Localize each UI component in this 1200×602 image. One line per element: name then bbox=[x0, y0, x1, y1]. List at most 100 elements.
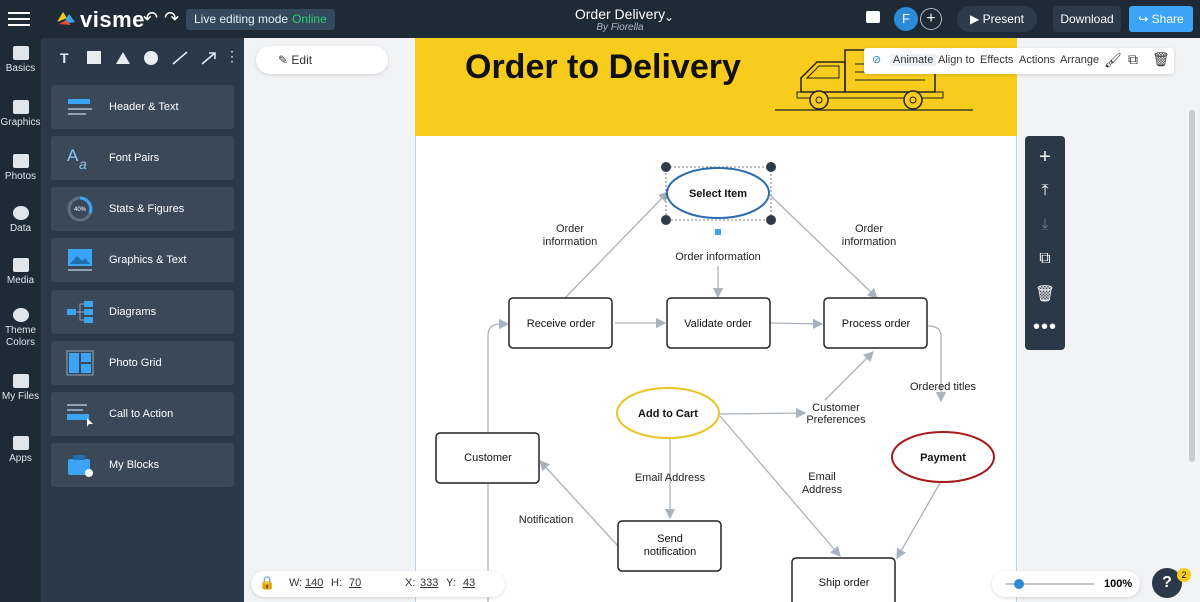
align-to-button[interactable]: Align to bbox=[938, 54, 975, 66]
vertical-scrollbar[interactable] bbox=[1189, 110, 1195, 462]
nav-media[interactable]: Media bbox=[0, 258, 41, 287]
connector-label[interactable]: Email Address bbox=[635, 472, 706, 484]
connector[interactable] bbox=[770, 195, 878, 299]
connector[interactable] bbox=[719, 407, 807, 419]
process-order-node[interactable]: Process order bbox=[823, 297, 928, 349]
triangle-tool-icon[interactable] bbox=[115, 51, 131, 65]
connector-label[interactable]: information bbox=[543, 236, 597, 248]
connector[interactable] bbox=[824, 351, 874, 401]
connector[interactable] bbox=[896, 482, 941, 560]
paint-brush-icon[interactable]: 🖌 bbox=[1104, 52, 1122, 68]
zoom-slider-track[interactable] bbox=[1006, 583, 1094, 585]
connector[interactable] bbox=[719, 415, 841, 557]
arrow-tool-icon[interactable] bbox=[201, 51, 217, 65]
connector-label[interactable]: Address bbox=[802, 484, 843, 496]
nav-apps[interactable]: Apps bbox=[0, 436, 41, 465]
avatar[interactable]: F bbox=[894, 7, 918, 31]
panel-item-photo-grid[interactable]: Photo Grid bbox=[51, 341, 234, 385]
lock-icon[interactable]: 🔒 bbox=[259, 575, 276, 590]
present-button[interactable]: ▶ Present bbox=[957, 6, 1037, 32]
panel-item-header-text[interactable]: Header & Text bbox=[51, 85, 234, 129]
copy-icon[interactable]: ⧉ bbox=[1039, 250, 1051, 267]
rectangle-tool-icon[interactable] bbox=[87, 51, 101, 64]
panel-item-diagrams[interactable]: Diagrams bbox=[51, 290, 234, 334]
connector-label[interactable]: Customer bbox=[812, 402, 860, 414]
add-collaborator-icon[interactable]: + bbox=[920, 8, 942, 30]
nav-graphics[interactable]: Graphics bbox=[0, 100, 41, 129]
circle-tool-icon[interactable] bbox=[144, 51, 158, 65]
y-input[interactable]: 43 bbox=[463, 577, 476, 589]
nav-basics[interactable]: Basics bbox=[0, 46, 41, 75]
payment-node[interactable]: Payment bbox=[891, 431, 995, 483]
dimensions-bar: 🔒 W: 140 H: 70 X: 333 Y: 43 bbox=[251, 571, 505, 597]
visme-logo[interactable]: visme bbox=[80, 7, 145, 32]
nav-photos[interactable]: Photos bbox=[0, 154, 41, 183]
resize-handle[interactable] bbox=[766, 215, 776, 225]
bring-forward-icon[interactable]: ⤒ bbox=[1041, 182, 1049, 199]
arrange-button[interactable]: Arrange bbox=[1060, 54, 1100, 66]
slide-title[interactable]: Order to Delivery bbox=[465, 48, 741, 86]
chevron-down-icon[interactable]: ⌄ bbox=[664, 10, 675, 24]
redo-icon[interactable]: ↷ bbox=[164, 8, 180, 28]
share-button[interactable]: ↪ Share bbox=[1129, 6, 1193, 32]
comment-icon[interactable] bbox=[866, 11, 880, 23]
effects-button[interactable]: Effects bbox=[980, 54, 1014, 66]
edit-button[interactable]: ✎ Edit bbox=[256, 46, 388, 74]
connector[interactable] bbox=[564, 191, 669, 299]
connector[interactable] bbox=[487, 318, 510, 432]
connector-label[interactable]: Notification bbox=[519, 514, 573, 526]
send-notification-node[interactable]: Send notification bbox=[617, 520, 722, 572]
width-input[interactable]: 140 bbox=[305, 577, 324, 589]
zoom-level[interactable]: 100% bbox=[1104, 578, 1133, 590]
undo-icon[interactable]: ↶ bbox=[143, 8, 159, 28]
connector[interactable] bbox=[539, 460, 619, 547]
connector-label[interactable]: Email bbox=[808, 471, 836, 483]
x-input[interactable]: 333 bbox=[420, 577, 439, 589]
connector-label[interactable]: Ordered titles bbox=[910, 381, 977, 393]
panel-item-graphics-text[interactable]: Graphics & Text bbox=[51, 238, 234, 282]
more-options-icon[interactable]: ••• bbox=[1032, 316, 1057, 338]
validate-order-node[interactable]: Validate order bbox=[666, 297, 771, 349]
nav-label: Theme Colors bbox=[4, 325, 37, 348]
select-item-node[interactable]: Select Item bbox=[661, 162, 776, 235]
panel-item-stats-figures[interactable]: 40% Stats & Figures bbox=[51, 187, 234, 231]
nav-theme-colors[interactable]: Theme Colors bbox=[0, 308, 41, 349]
connector-label[interactable]: information bbox=[842, 236, 896, 248]
connector-label[interactable]: Order information bbox=[675, 251, 761, 263]
connector-label[interactable]: Order bbox=[855, 223, 883, 235]
connector-handle[interactable] bbox=[715, 229, 721, 235]
connector-label[interactable]: Preferences bbox=[806, 414, 866, 426]
send-backward-icon[interactable]: ⤓ bbox=[1041, 216, 1049, 233]
nav-my-files[interactable]: My Files bbox=[0, 374, 41, 403]
document-title[interactable]: Order Delivery bbox=[574, 6, 666, 22]
ship-order-node[interactable]: Ship order bbox=[791, 557, 896, 602]
line-tool-icon[interactable] bbox=[172, 51, 188, 65]
duplicate-icon[interactable]: ⧉ bbox=[1128, 51, 1138, 67]
zoom-slider-handle[interactable] bbox=[1014, 579, 1024, 589]
customer-node[interactable]: Customer bbox=[435, 432, 540, 484]
resize-handle[interactable] bbox=[661, 215, 671, 225]
height-input[interactable]: 70 bbox=[349, 577, 362, 589]
animate-button[interactable]: Animate bbox=[890, 54, 937, 66]
panel-item-call-to-action[interactable]: Call to Action bbox=[51, 392, 234, 436]
hamburger-menu-icon[interactable] bbox=[8, 8, 30, 28]
text-tool-icon[interactable]: T bbox=[60, 50, 69, 66]
trash-icon[interactable]: 🗑 bbox=[1152, 51, 1170, 67]
nav-data[interactable]: Data bbox=[0, 206, 41, 235]
receive-order-node[interactable]: Receive order bbox=[508, 297, 613, 349]
connector-label[interactable]: Order bbox=[556, 223, 584, 235]
add-icon[interactable]: + bbox=[1039, 146, 1051, 168]
more-tools-icon[interactable]: ⋮ bbox=[225, 48, 239, 64]
panel-item-my-blocks[interactable]: My Blocks bbox=[51, 443, 234, 487]
download-button[interactable]: Download bbox=[1053, 6, 1121, 32]
animate-icon[interactable]: ⊘ bbox=[872, 54, 882, 66]
add-to-cart-node[interactable]: Add to Cart bbox=[616, 387, 720, 439]
delete-icon[interactable]: 🗑 bbox=[1034, 286, 1056, 303]
connector[interactable] bbox=[927, 325, 947, 403]
resize-handle[interactable] bbox=[661, 162, 671, 172]
actions-button[interactable]: Actions bbox=[1019, 54, 1056, 66]
resize-handle[interactable] bbox=[766, 162, 776, 172]
connector[interactable] bbox=[769, 318, 824, 330]
